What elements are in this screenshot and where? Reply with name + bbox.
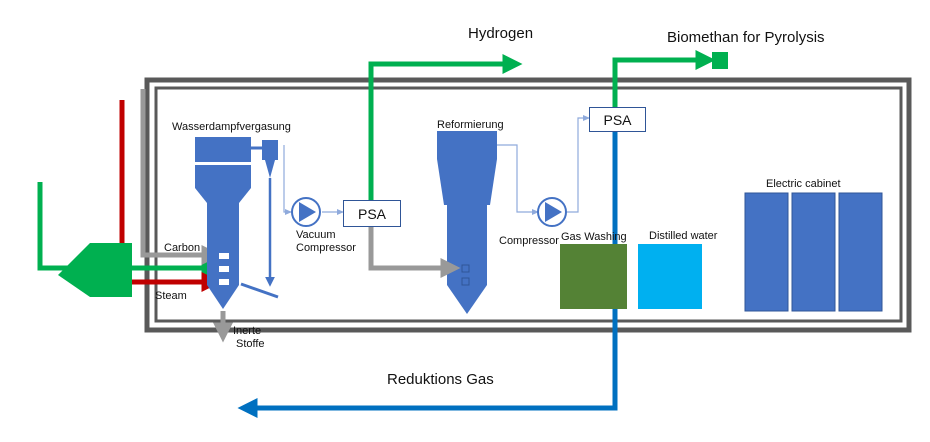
reformer [437,131,497,314]
vacuum-compressor-pump [291,197,321,227]
gray-carbon-line [140,89,222,265]
wasserdampfvergasung-label: Wasserdampfvergasung [172,121,291,133]
gasifier-chute [240,282,279,299]
biomethan-line [612,50,716,107]
reformierung-label: Reformierung [437,119,504,131]
vacuum-label: Vacuum [296,229,336,241]
hydrogen-label: Hydrogen [468,25,534,42]
reduktions-gas-line [237,129,618,418]
feeder-hopper [58,243,132,297]
vacuum-compressor-label: Compressor [296,242,356,254]
biomethan-label: Biomethan for Pyrolysis [667,29,825,46]
steam-label: Steam [155,290,187,302]
electric-cabinet [744,192,883,312]
psa-1-label: PSA [357,205,386,222]
psa-box-2: PSA [589,107,646,132]
reduktions-gas-label: Reduktions Gas [387,371,494,388]
green-feed-line [37,182,222,278]
electric-cabinet-label: Electric cabinet [766,178,841,190]
hydrogen-line [368,54,523,200]
gray-recycle-line [368,226,461,278]
gasifier [195,137,278,309]
thin-process-lines [283,115,590,215]
psa-2-label: PSA [603,111,632,128]
inerte-label: Inerte [233,325,262,337]
biomethan-outlet [712,52,728,69]
gas-washing-box [560,244,627,309]
gas-washing-label: Gas Washing [561,231,627,243]
carbon-label: Carbon [164,242,201,254]
distilled-water-label: Distilled water [649,230,718,242]
container-outer-border [144,77,912,333]
container-inner-border [154,86,903,323]
psa-box-1: PSA [343,200,401,227]
distilled-water-box [638,244,702,309]
compressor-label: Compressor [499,235,559,247]
stoffe-label: Stoffe [236,338,265,350]
compressor-pump [537,197,567,227]
gasifier-nozzles [219,253,229,285]
reformer-ports [461,264,470,286]
